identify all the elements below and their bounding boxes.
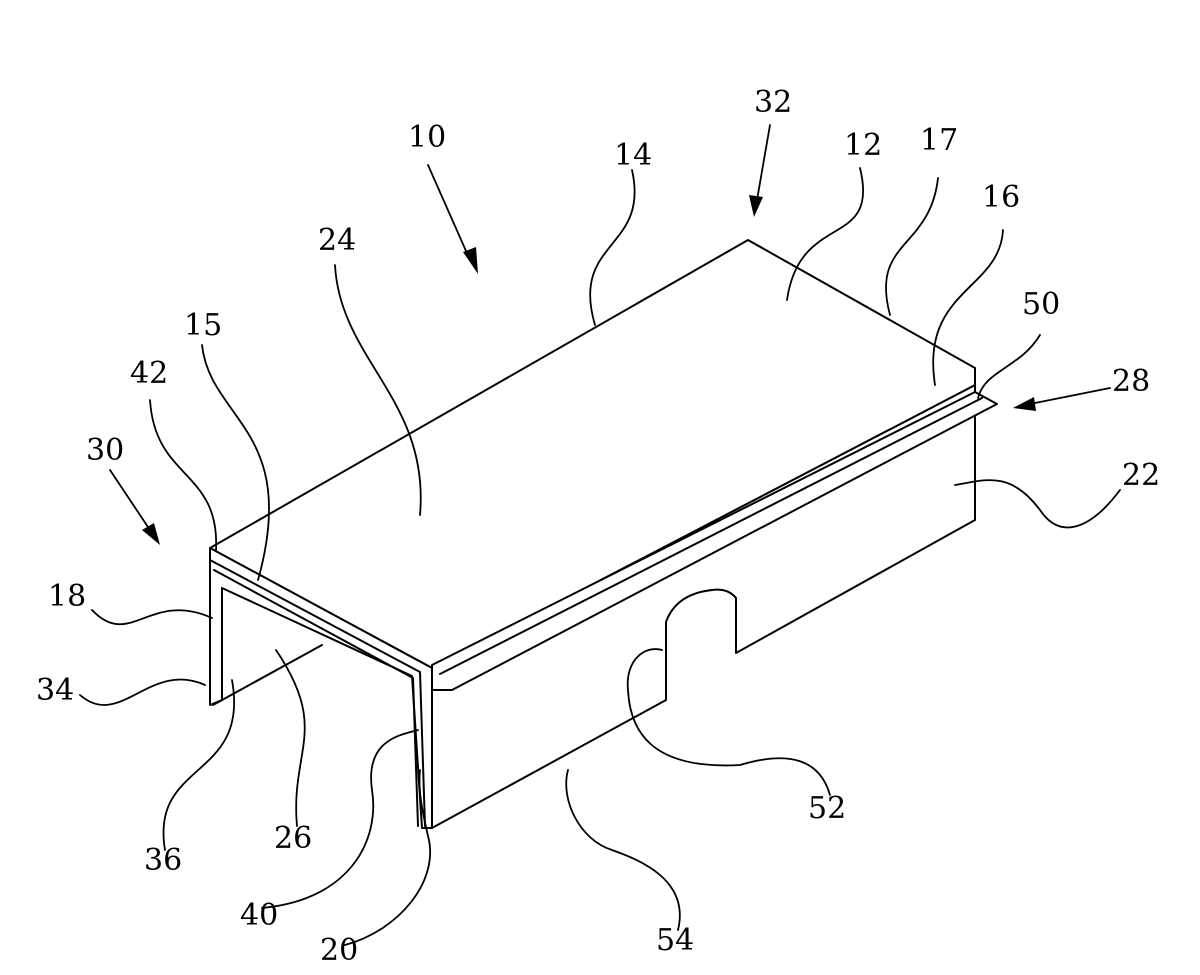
flange-groove-line [439, 397, 983, 675]
leader-50 [977, 334, 1041, 399]
leader-12 [786, 167, 865, 301]
leader-32 [756, 124, 771, 201]
ref-26: 26 [274, 821, 312, 856]
ref-14: 14 [614, 138, 652, 173]
ref-15: 15 [184, 308, 222, 343]
leader-54 [565, 769, 681, 931]
ref-42: 42 [130, 356, 168, 391]
ref-18: 18 [48, 579, 86, 614]
ref-52: 52 [808, 791, 846, 826]
arrowhead-28 [1013, 397, 1036, 411]
leader-14 [589, 169, 636, 326]
inner-bottom-edge [212, 644, 323, 706]
ref-17: 17 [920, 123, 958, 158]
right-side-wall [431, 384, 976, 829]
leader-26 [275, 649, 306, 827]
arrowhead-32 [749, 195, 763, 217]
ref-24: 24 [318, 223, 356, 258]
ref-12: 12 [844, 128, 882, 163]
leader-17 [885, 177, 939, 316]
leader-24 [334, 264, 422, 516]
leader-30 [109, 469, 151, 531]
leader-34 [79, 678, 206, 706]
leader-52 [626, 648, 831, 796]
ref-40: 40 [240, 898, 278, 933]
ref-34: 34 [36, 673, 74, 708]
ref-54: 54 [656, 923, 694, 958]
ref-36: 36 [144, 843, 182, 878]
leader-15 [201, 344, 270, 581]
channel-inner-profile-2 [213, 569, 419, 827]
ref-20: 20 [320, 933, 358, 968]
leader-16 [932, 229, 1004, 386]
ref-50: 50 [1022, 287, 1060, 322]
ref-32: 32 [754, 85, 792, 120]
channel-outer-profile [209, 547, 433, 829]
leader-42 [149, 399, 217, 551]
ref-30: 30 [86, 433, 124, 468]
leader-20 [344, 769, 431, 946]
leader-10 [427, 164, 471, 261]
leader-22 [954, 479, 1121, 529]
leader-18 [91, 609, 213, 626]
leader-36 [162, 679, 235, 851]
ref-22: 22 [1122, 458, 1160, 493]
leader-28 [1029, 387, 1111, 405]
arrowhead-10 [463, 247, 478, 274]
channel-inner-profile [209, 559, 426, 827]
leader-40 [261, 729, 419, 909]
ref-16: 16 [982, 180, 1020, 215]
arrowhead-30 [142, 523, 160, 545]
ref-28: 28 [1112, 364, 1150, 399]
ref-10: 10 [408, 120, 446, 155]
